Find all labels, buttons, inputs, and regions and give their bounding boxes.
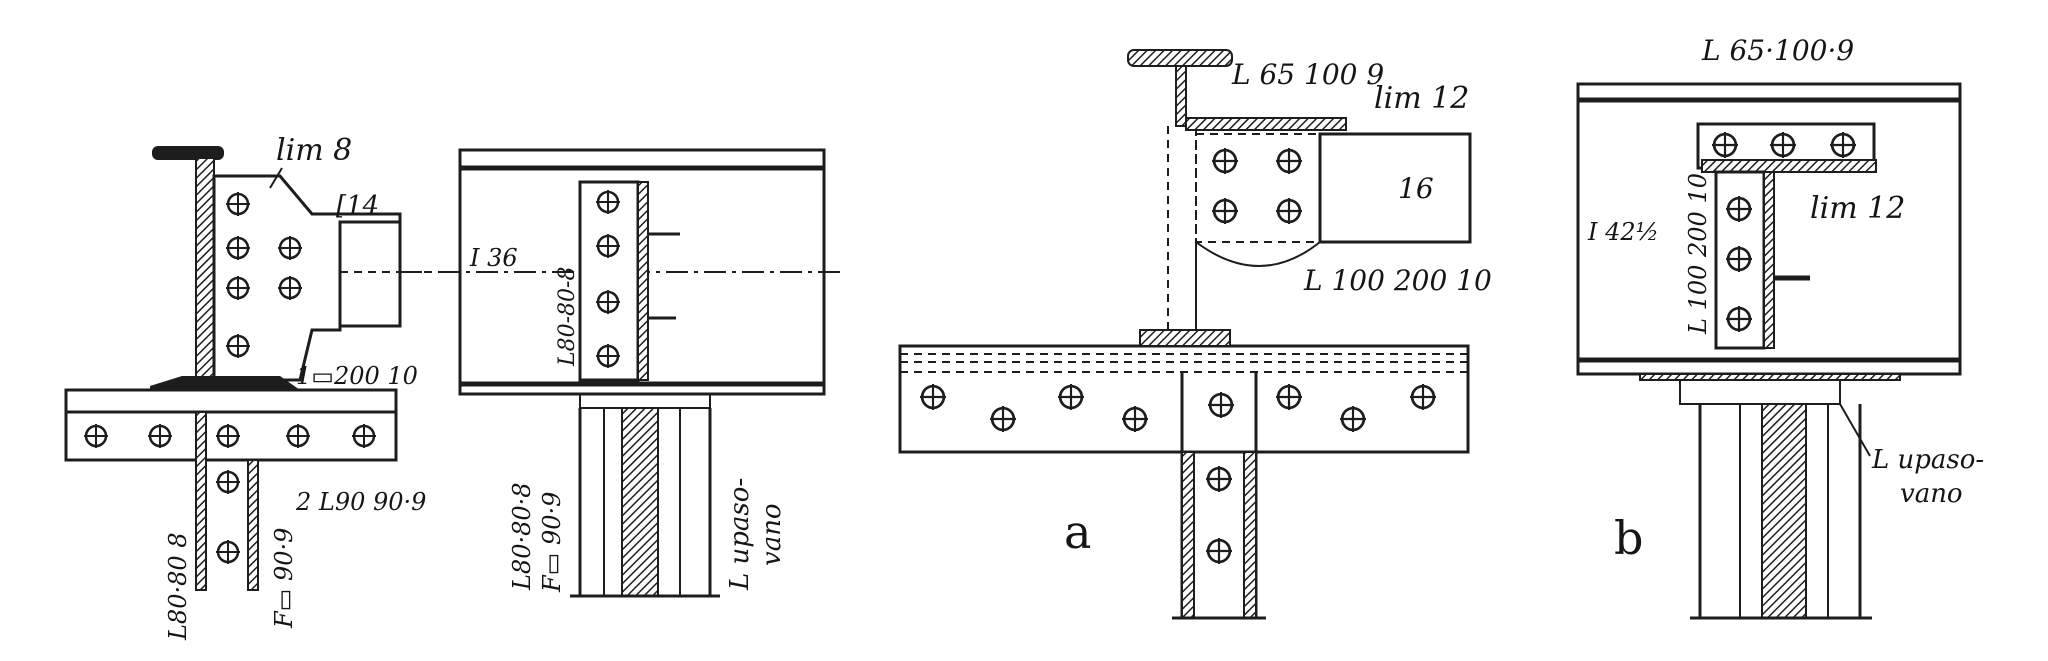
figure-b: L 65·100·9 lim 12 I 42½ L 100 200 10 L u… xyxy=(1576,34,1984,620)
label-angle-2l: 2 L90 90·9 xyxy=(295,488,426,516)
label-col-f: F▭ 90·9 xyxy=(270,528,298,629)
left-side-detail: lim 8 [14 I 36 1▭200 10 2 L90 90·9 L80·8… xyxy=(64,133,846,641)
column-web xyxy=(195,157,215,391)
label-right-col-angle: L80·80·8 xyxy=(508,482,536,591)
label-beam16: 16 xyxy=(1398,172,1434,205)
label-lim12-b: lim 12 xyxy=(1810,191,1905,226)
label-bottom-angle-a: L 100 200 10 xyxy=(1303,264,1492,297)
channel-c14 xyxy=(338,220,402,328)
label-right-col-f: F▭ 90·9 xyxy=(538,492,566,593)
caption-b: b xyxy=(1614,511,1643,565)
figure-a: L 65 100 9 lim 12 16 L 100 200 10 a xyxy=(898,49,1492,620)
rail-head xyxy=(152,146,224,160)
label-i42: I 42½ xyxy=(1587,218,1659,246)
beam-16 xyxy=(1318,132,1472,244)
column-core-b xyxy=(1761,403,1807,619)
label-top-angle-b: L 65·100·9 xyxy=(1701,34,1854,67)
lower-post xyxy=(195,411,207,591)
label-top-angle-a: L 65 100 9 xyxy=(1231,58,1384,91)
label-plate-bottom: 1▭200 10 xyxy=(296,362,418,390)
label-upasovano: L upaso- xyxy=(725,478,755,591)
caption-a: a xyxy=(1064,505,1091,559)
label-i36: I 36 xyxy=(469,244,518,272)
label-upasovano-b: L upaso- xyxy=(1871,445,1984,475)
label-col-angle: L80·80 8 xyxy=(164,532,192,641)
label-web-angle: L80-80-8 xyxy=(555,267,580,367)
label-lim8: lim 8 xyxy=(276,133,352,168)
rail-head-a xyxy=(1127,49,1233,67)
left-front-detail: L80-80-8 L80·80·8 F▭ 90·9 L upaso- vano xyxy=(458,148,826,598)
gusset-lim12 xyxy=(1195,133,1321,243)
column-core xyxy=(621,407,659,597)
label-c14: [14 xyxy=(336,191,379,221)
label-vertical-angle-b: L 100 200 10 xyxy=(1684,173,1712,335)
label-upasovano-b-2: vano xyxy=(1900,479,1963,509)
label-lim12-a: lim 12 xyxy=(1374,81,1469,116)
bottom-chord-plate xyxy=(64,388,398,414)
label-upasovano-2: vano xyxy=(757,503,787,566)
